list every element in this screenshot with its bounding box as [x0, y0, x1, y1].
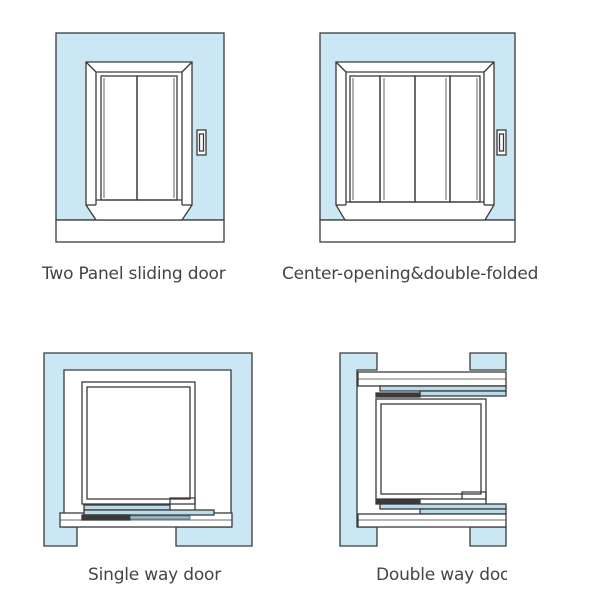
caption-single-way: Single way door: [88, 565, 222, 585]
caption-center-opening: Center-opening&double-folded: [282, 264, 539, 284]
caption-double-way: Double way door: [376, 565, 507, 585]
figure-single-way-plan: [43, 352, 253, 547]
figure-center-opening-elevation: [319, 32, 516, 243]
figure-two-panel-elevation: [55, 32, 225, 243]
caption-two-panel: Two Panel sliding door: [42, 264, 226, 284]
figure-double-way-plan: [339, 352, 507, 547]
